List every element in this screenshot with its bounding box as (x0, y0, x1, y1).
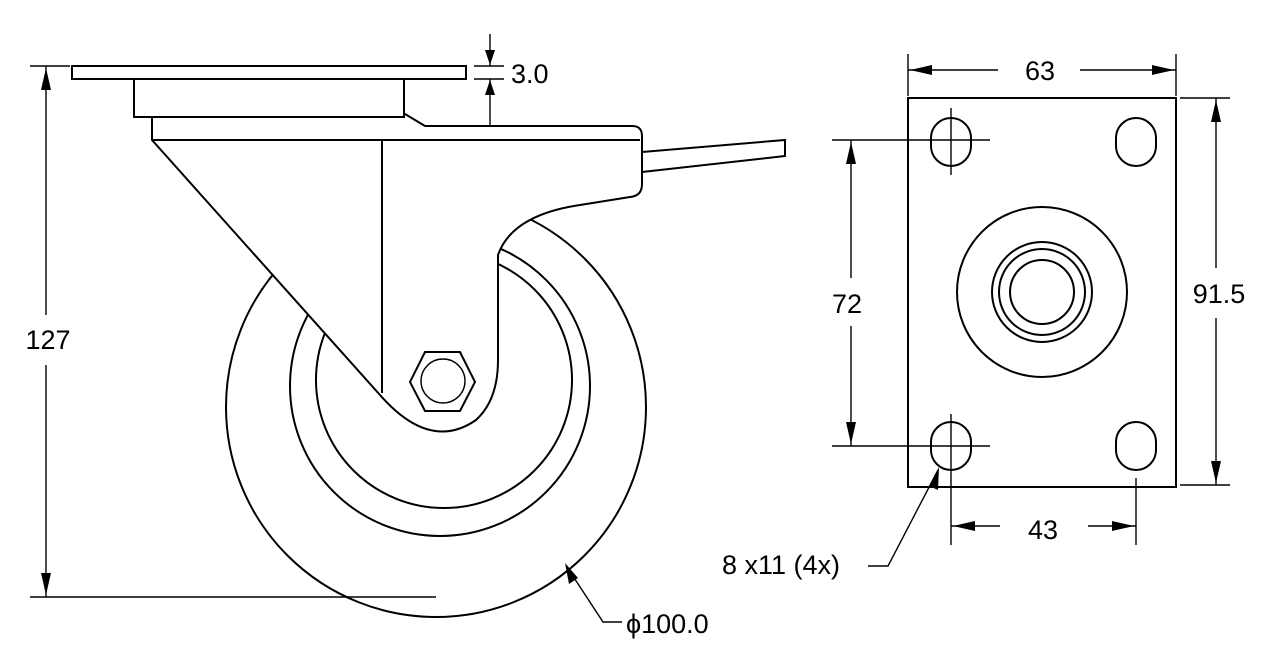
slot-bottom-left (898, 414, 990, 478)
top-view: 63 91.5 72 (722, 54, 1245, 580)
swivel-rings (956, 206, 1128, 378)
plate-length-dimension: 91.5 (1180, 97, 1246, 486)
brake-lever (641, 138, 786, 174)
wheel-diameter-leader: ϕ100.0 (565, 563, 709, 639)
side-view: 127 3.0 ϕ100.0 (25, 34, 786, 639)
fork-bracket (151, 113, 643, 433)
slot-leader: 8 x11 (4x) (722, 467, 939, 580)
top-plate (71, 65, 467, 80)
plate-width-label: 63 (1025, 56, 1055, 86)
plate-width-dimension: 63 (907, 54, 1177, 96)
swivel-housing (133, 78, 405, 118)
wheel-diameter-label: ϕ100.0 (626, 609, 709, 639)
height-dimension: 127 (25, 65, 436, 598)
hole-spacing-length-label: 72 (832, 289, 862, 319)
thickness-dimension-label: 3.0 (511, 59, 549, 89)
hole-spacing-length-dimension: 72 (832, 139, 898, 447)
slot-bottom-right (1115, 421, 1157, 471)
hole-spacing-width-label: 43 (1028, 515, 1058, 545)
slot-size-label: 8 x11 (4x) (722, 550, 840, 580)
hole-spacing-width-dimension: 43 (950, 478, 1137, 545)
mounting-slots (898, 108, 1157, 478)
slot-top-right (1115, 117, 1157, 167)
thickness-dimension: 3.0 (474, 34, 549, 126)
plate-length-label: 91.5 (1193, 279, 1246, 309)
slot-top-left (898, 108, 990, 175)
axle-nut (408, 351, 477, 412)
height-dimension-label: 127 (25, 325, 70, 355)
mounting-plate (907, 97, 1177, 488)
